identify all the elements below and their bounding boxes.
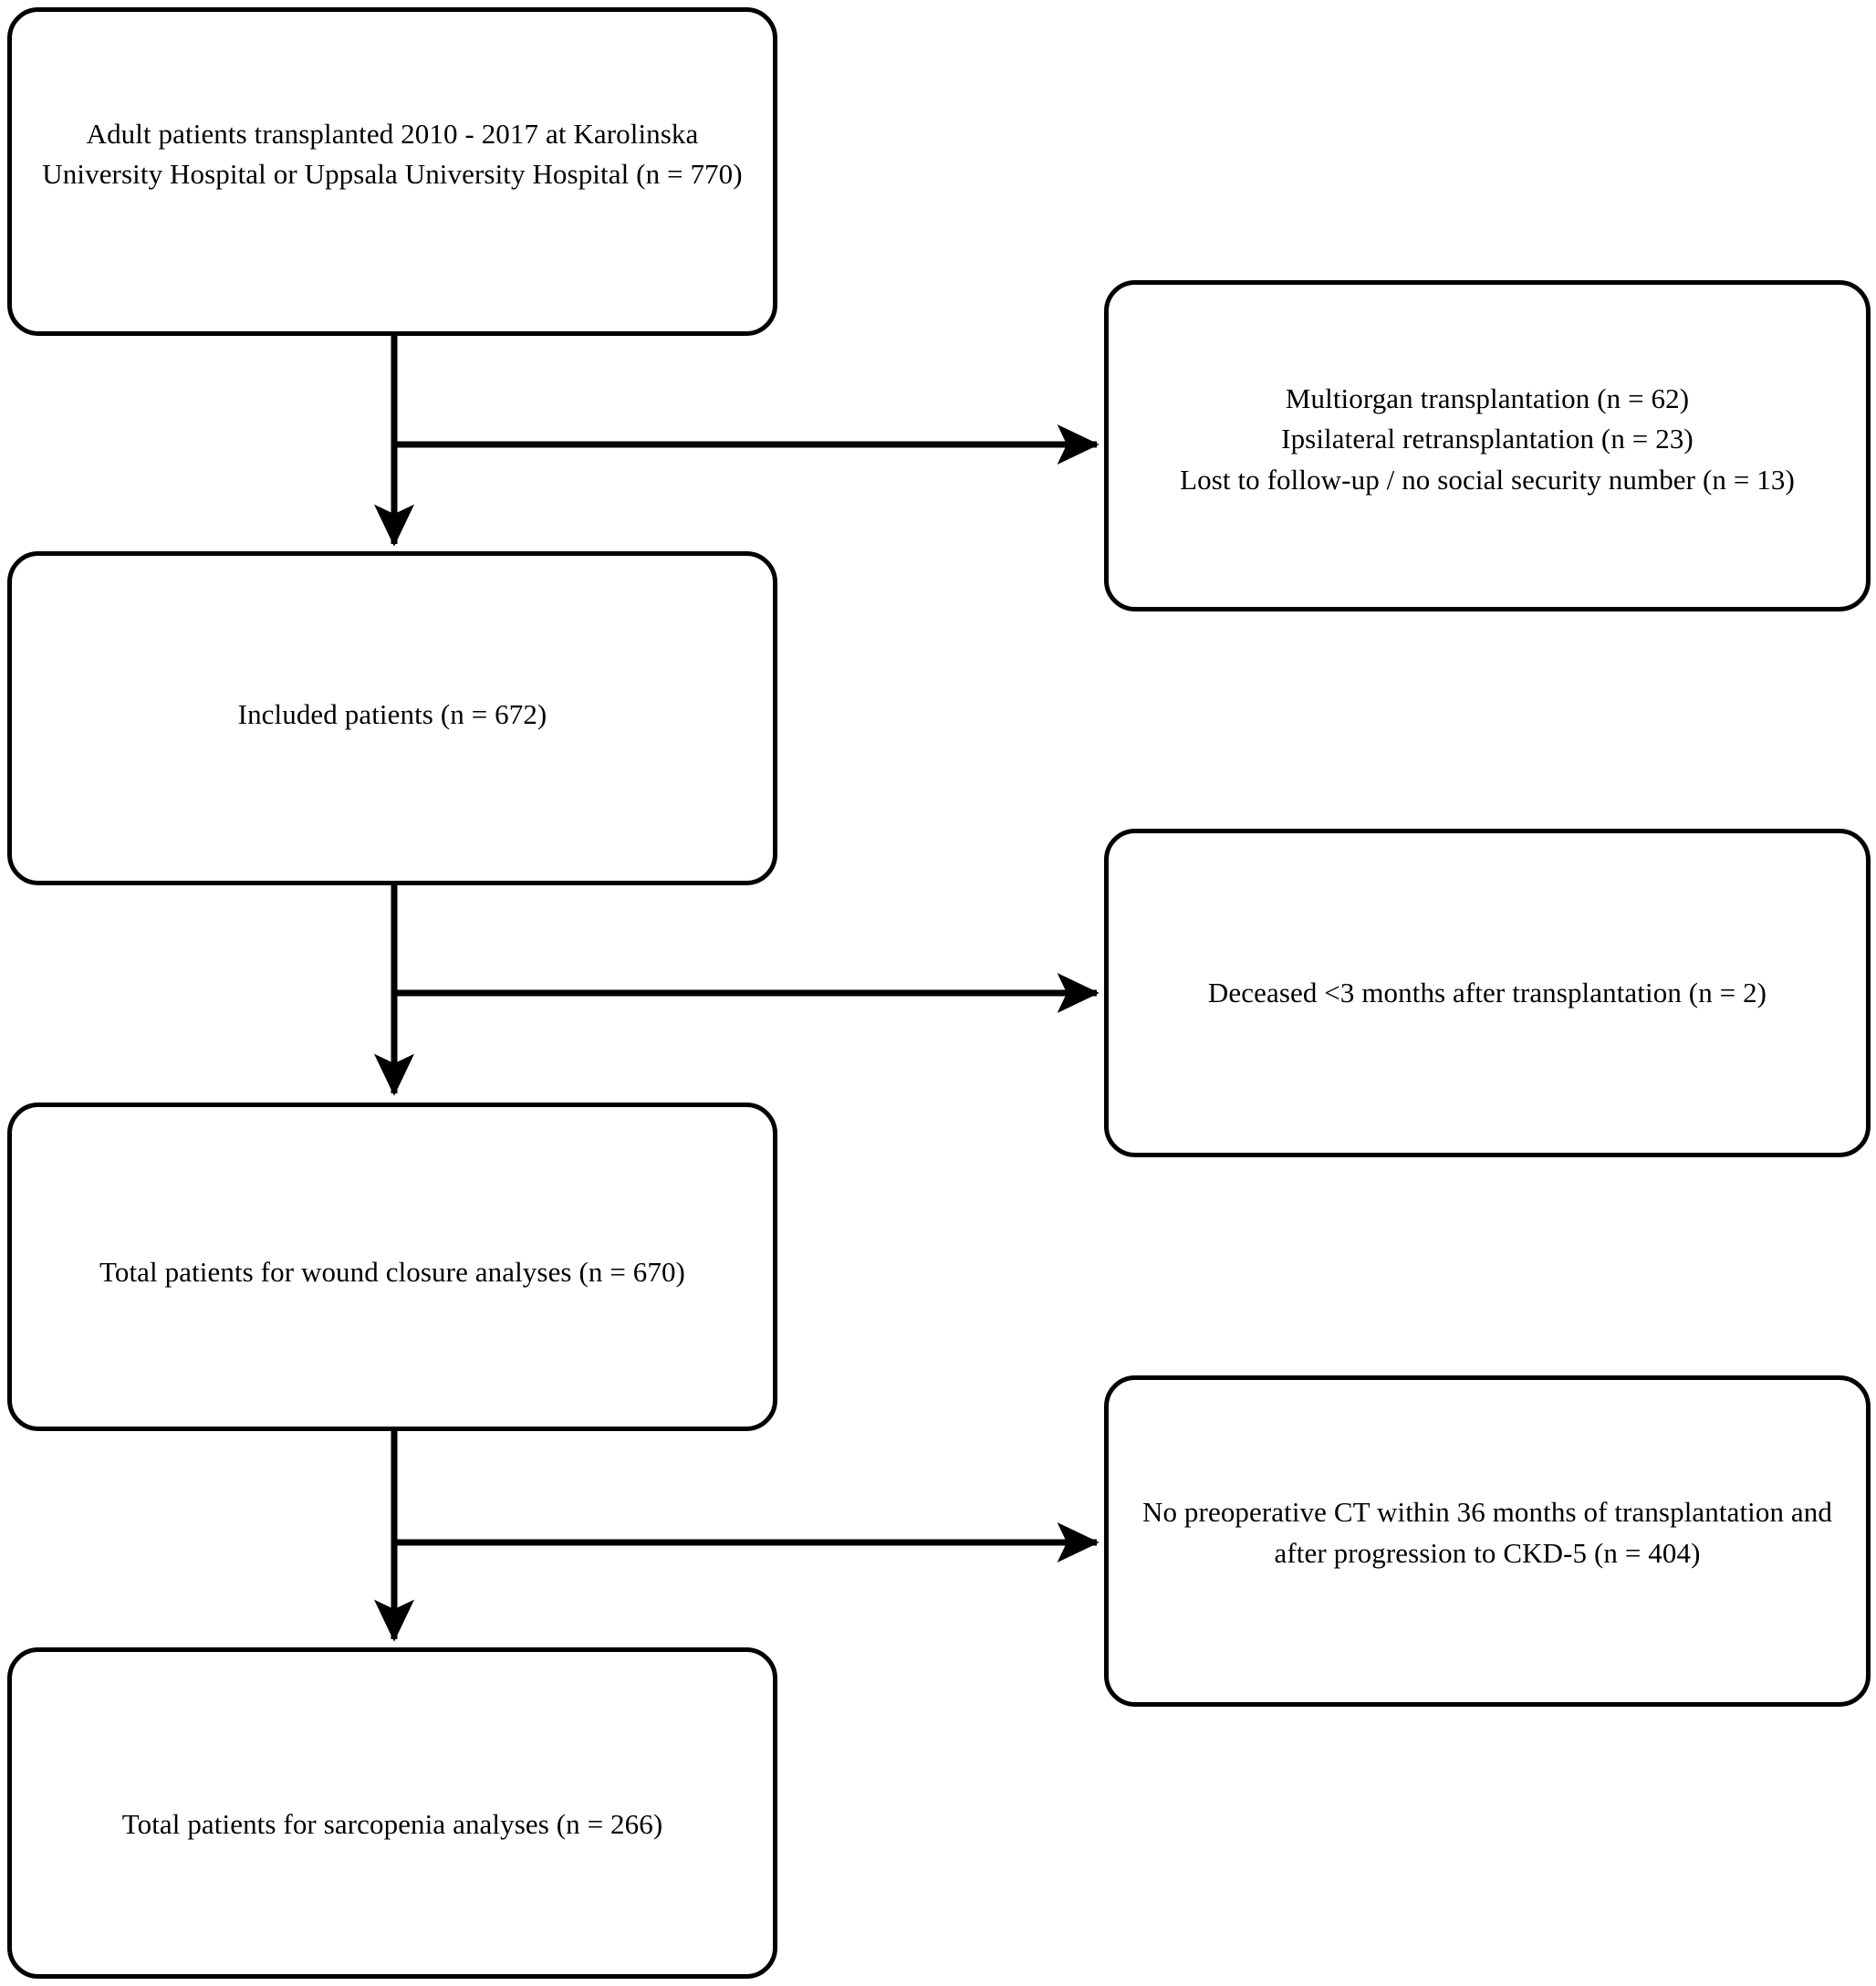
node-exclusion-2-label: Deceased <3 months after transplantation… xyxy=(1207,976,1767,1009)
node-source-population-label: Adult patients transplanted 2010 - 2017 … xyxy=(42,117,743,190)
node-exclusion-3-box: No preoperative CT within 36 months of t… xyxy=(1104,1375,1871,1707)
node-included-patients-box: Included patients (n = 672) xyxy=(7,551,777,885)
node-exclusion-3-label: No preoperative CT within 36 months of t… xyxy=(1142,1496,1832,1569)
node-sarcopenia-analyses-label: Total patients for sarcopenia analyses (… xyxy=(121,1808,663,1841)
node-wound-closure-analyses-label: Total patients for wound closure analyse… xyxy=(99,1255,685,1288)
node-sarcopenia-analyses-box: Total patients for sarcopenia analyses (… xyxy=(7,1647,777,1979)
node-wound-closure-analyses-box: Total patients for wound closure analyse… xyxy=(7,1103,777,1431)
node-included-patients-label: Included patients (n = 672) xyxy=(237,697,547,730)
node-exclusion-1-label: Multiorgan transplantation (n = 62) Ipsi… xyxy=(1180,382,1795,496)
node-source-population-box: Adult patients transplanted 2010 - 2017 … xyxy=(7,7,777,336)
node-exclusion-2-box: Deceased <3 months after transplantation… xyxy=(1104,829,1871,1157)
node-exclusion-1-box: Multiorgan transplantation (n = 62) Ipsi… xyxy=(1104,280,1871,611)
